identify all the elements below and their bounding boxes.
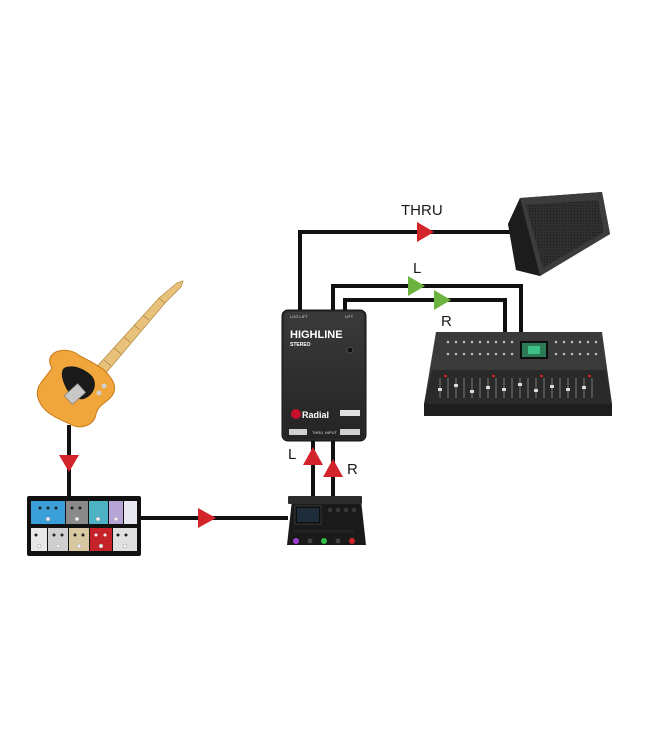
- di-box-icon: LOG LIFT LIFT HIGHLINE STEREO Radial THR…: [281, 309, 367, 442]
- highline-top-label-2: LIFT: [345, 314, 354, 319]
- mixer-knob-rows: [446, 340, 598, 356]
- label-right-top: R: [441, 313, 452, 330]
- arrow-left-green: [408, 276, 425, 296]
- electric-guitar-icon: [36, 280, 184, 428]
- highline-jack-thru: THRU: [312, 430, 323, 435]
- radial-logo-icon: [291, 409, 301, 419]
- cable-left-to-mixer: [331, 284, 523, 332]
- highline-badge: [340, 410, 360, 416]
- highline-brand: Radial: [302, 410, 329, 420]
- arrow-guitar-down: [59, 455, 79, 472]
- highline-knob: [346, 346, 354, 354]
- arrow-left-up: [303, 447, 323, 465]
- label-thru: THRU: [401, 202, 443, 219]
- highline-jack-input: INPUT: [325, 430, 338, 435]
- multi-effects-unit-icon: [287, 496, 366, 545]
- arrows: [59, 222, 451, 528]
- cable-thru-to-monitor: [298, 230, 512, 310]
- pedalboard-icon: [27, 496, 141, 556]
- mixing-console-icon: [424, 332, 612, 416]
- label-right-bottom: R: [347, 461, 358, 478]
- arrow-right-up: [323, 459, 343, 477]
- arrow-thru-right: [417, 222, 434, 242]
- cables: [67, 230, 523, 520]
- arrow-pedalboard-right: [198, 508, 216, 528]
- highline-model-sub: STEREO: [290, 342, 311, 348]
- label-left-bottom: L: [288, 446, 296, 463]
- stage-monitor-icon: [508, 192, 610, 276]
- highline-model: HIGHLINE: [290, 329, 343, 341]
- label-left-top: L: [413, 260, 421, 277]
- arrow-right-green: [434, 290, 451, 310]
- cable-right-to-mixer: [343, 298, 507, 332]
- highline-top-label: LOG LIFT: [290, 314, 308, 319]
